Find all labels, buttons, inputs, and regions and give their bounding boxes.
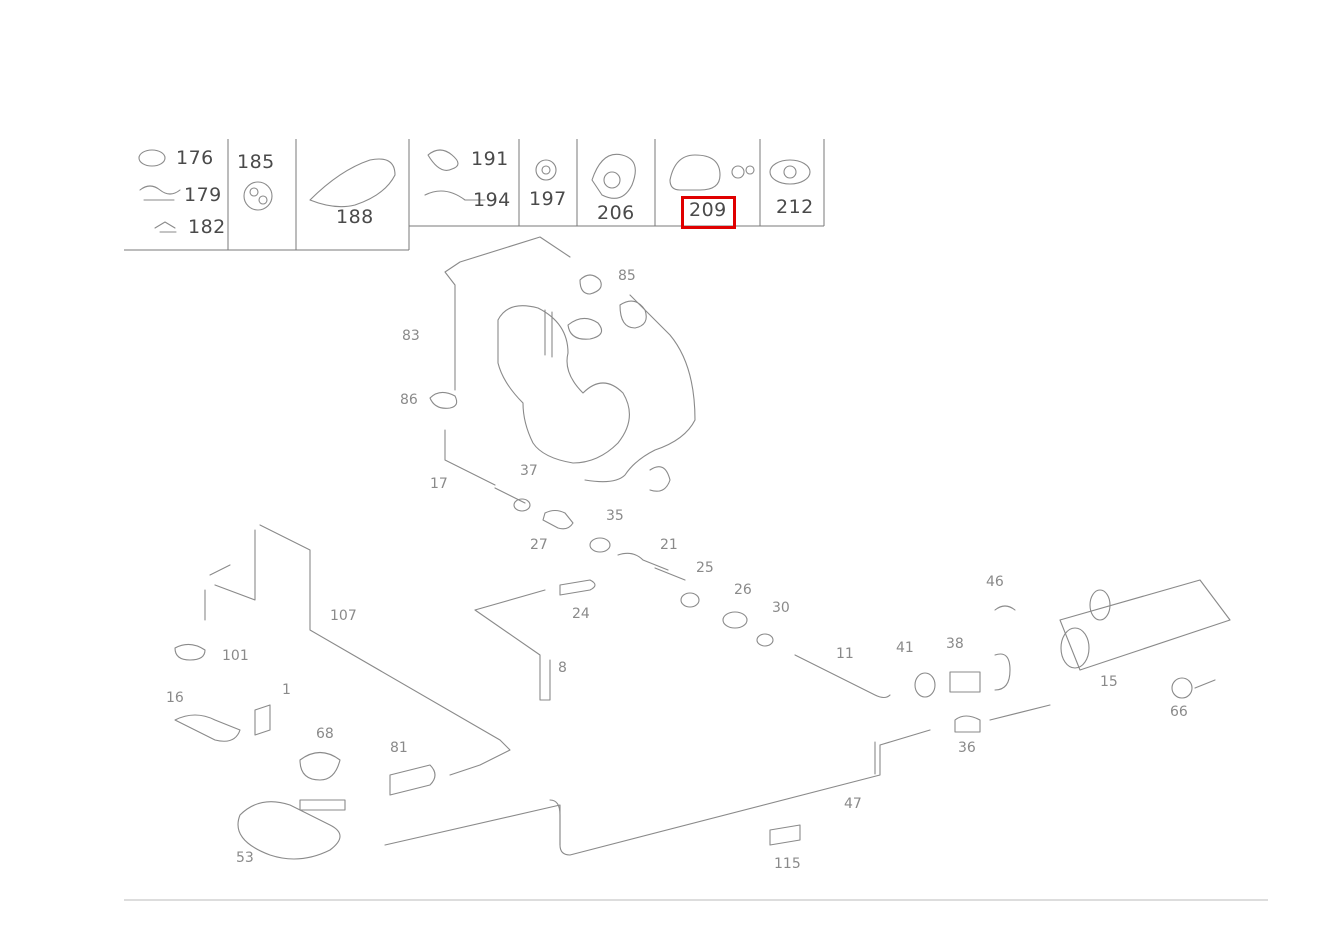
callout-41[interactable]: 41 xyxy=(896,640,914,656)
thumbnail-label-191[interactable]: 191 xyxy=(471,148,509,170)
callout-17[interactable]: 17 xyxy=(430,476,448,492)
callout-68[interactable]: 68 xyxy=(316,726,334,742)
callout-35[interactable]: 35 xyxy=(606,508,624,524)
callout-53[interactable]: 53 xyxy=(236,850,254,866)
callout-36[interactable]: 36 xyxy=(958,740,976,756)
callout-11[interactable]: 11 xyxy=(836,646,854,662)
thumbnail-label-182[interactable]: 182 xyxy=(188,216,226,238)
callout-47[interactable]: 47 xyxy=(844,796,862,812)
main-assembly-drawing xyxy=(174,236,1231,860)
callout-66[interactable]: 66 xyxy=(1170,704,1188,720)
thumbnail-sketches xyxy=(138,149,811,233)
callout-38[interactable]: 38 xyxy=(946,636,964,652)
callout-24[interactable]: 24 xyxy=(572,606,590,622)
callout-85[interactable]: 85 xyxy=(618,268,636,284)
callout-46[interactable]: 46 xyxy=(986,574,1004,590)
callout-107[interactable]: 107 xyxy=(330,608,357,624)
callout-16[interactable]: 16 xyxy=(166,690,184,706)
thumbnail-label-176[interactable]: 176 xyxy=(176,147,214,169)
thumbnail-label-194[interactable]: 194 xyxy=(473,189,511,211)
thumbnail-label-212[interactable]: 212 xyxy=(776,196,814,218)
thumbnail-label-179[interactable]: 179 xyxy=(184,184,222,206)
callout-86[interactable]: 86 xyxy=(400,392,418,408)
callout-37[interactable]: 37 xyxy=(520,463,538,479)
thumbnail-label-197[interactable]: 197 xyxy=(529,188,567,210)
callout-1[interactable]: 1 xyxy=(282,682,291,698)
callout-101[interactable]: 101 xyxy=(222,648,249,664)
thumbnail-label-188[interactable]: 188 xyxy=(336,206,374,228)
callout-27[interactable]: 27 xyxy=(530,537,548,553)
callout-26[interactable]: 26 xyxy=(734,582,752,598)
callout-25[interactable]: 25 xyxy=(696,560,714,576)
callout-8[interactable]: 8 xyxy=(558,660,567,676)
callout-81[interactable]: 81 xyxy=(390,740,408,756)
thumbnail-label-185[interactable]: 185 xyxy=(237,151,275,173)
selected-thumbnail-highlight xyxy=(681,196,736,229)
thumbnail-grid-lines xyxy=(124,139,825,251)
callout-30[interactable]: 30 xyxy=(772,600,790,616)
thumbnail-label-206[interactable]: 206 xyxy=(597,202,635,224)
thumbnail-label-209[interactable]: 209 xyxy=(689,199,727,221)
callout-115[interactable]: 115 xyxy=(774,856,801,872)
callout-21[interactable]: 21 xyxy=(660,537,678,553)
callout-15[interactable]: 15 xyxy=(1100,674,1118,690)
callout-83[interactable]: 83 xyxy=(402,328,420,344)
